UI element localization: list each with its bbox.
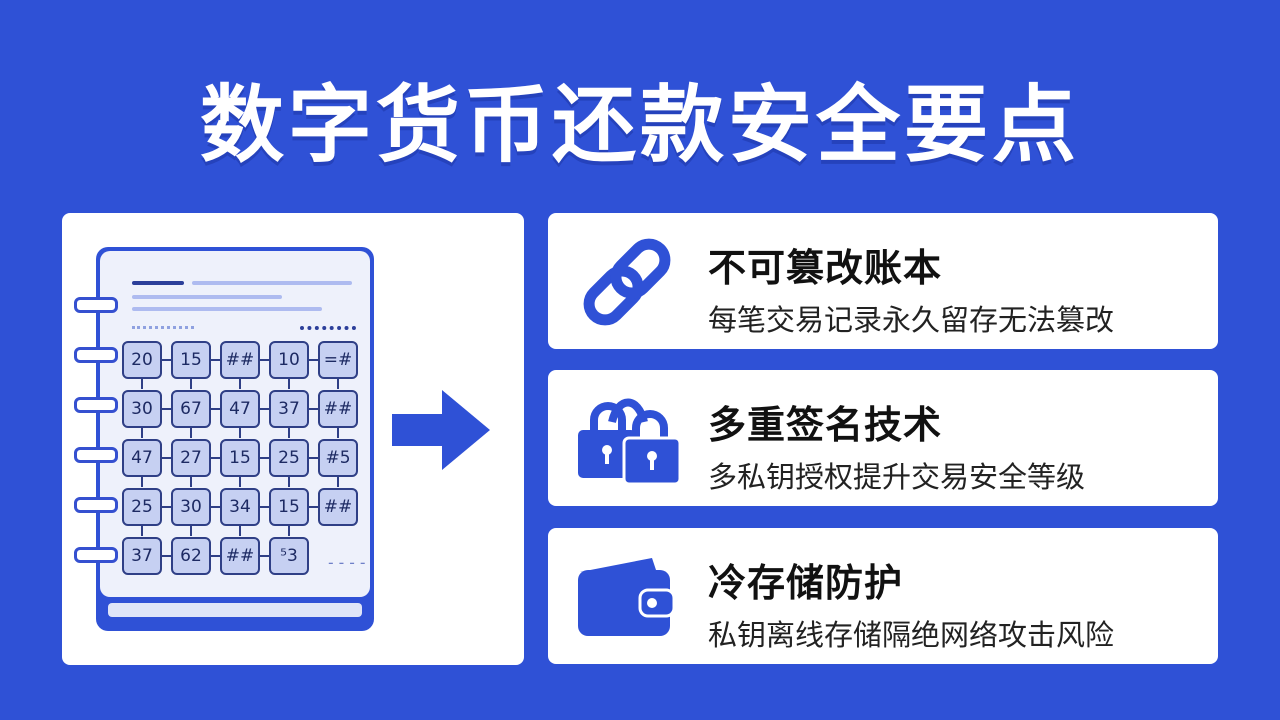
ledger-cell: 37 bbox=[269, 390, 309, 428]
wallet-icon bbox=[578, 558, 676, 636]
card-description: 私钥离线存储隔绝网络攻击风险 bbox=[708, 618, 1115, 652]
grid-connector bbox=[307, 408, 319, 410]
dotted-line bbox=[300, 326, 356, 330]
grid-connector bbox=[190, 377, 192, 389]
grid-connector bbox=[337, 475, 339, 487]
binding-ring bbox=[74, 297, 118, 313]
notebook-edge bbox=[108, 603, 362, 617]
grid-connector bbox=[288, 426, 290, 438]
grid-connector bbox=[141, 475, 143, 487]
grid-connector bbox=[258, 506, 270, 508]
ledger-cell: 15 bbox=[269, 488, 309, 526]
grid-connector bbox=[239, 426, 241, 438]
binding-ring bbox=[74, 497, 118, 513]
ledger-cell: 25 bbox=[122, 488, 162, 526]
feature-card-multisig: 多重签名技术 多私钥授权提升交易安全等级 bbox=[548, 370, 1218, 506]
card-title: 不可篡改账本 bbox=[708, 246, 943, 290]
ledger-cell: 15 bbox=[171, 341, 211, 379]
grid-connector bbox=[209, 408, 221, 410]
ledger-cell: 47 bbox=[220, 390, 260, 428]
ledger-cell: ⁵3 bbox=[269, 537, 309, 575]
ledger-cell: 27 bbox=[171, 439, 211, 477]
grid-connector bbox=[209, 555, 221, 557]
binding-ring bbox=[74, 547, 118, 563]
padlocks-icon bbox=[578, 398, 682, 486]
card-title: 冷存储防护 bbox=[708, 561, 904, 605]
grid-connector bbox=[239, 524, 241, 536]
ledger-cell: =# bbox=[318, 341, 358, 379]
grid-connector bbox=[160, 457, 172, 459]
ledger-cell: 47 bbox=[122, 439, 162, 477]
grid-connector bbox=[209, 359, 221, 361]
grid-connector bbox=[209, 457, 221, 459]
ledger-cell: 25 bbox=[269, 439, 309, 477]
right-arrow-icon bbox=[392, 390, 490, 470]
ledger-cell: ## bbox=[318, 390, 358, 428]
grid-connector bbox=[190, 475, 192, 487]
grid-connector bbox=[160, 408, 172, 410]
ledger-cell: ## bbox=[220, 341, 260, 379]
ledger-cell: ## bbox=[318, 488, 358, 526]
ledger-cell: #5 bbox=[318, 439, 358, 477]
chain-link-icon bbox=[583, 238, 671, 326]
ledger-cell: 62 bbox=[171, 537, 211, 575]
ledger-cell: 15 bbox=[220, 439, 260, 477]
grid-connector bbox=[141, 377, 143, 389]
grid-connector bbox=[141, 426, 143, 438]
grid-connector bbox=[288, 475, 290, 487]
binding-ring bbox=[74, 447, 118, 463]
header-bar-dark bbox=[132, 281, 184, 285]
grid-connector bbox=[288, 377, 290, 389]
grid-connector bbox=[258, 555, 270, 557]
feature-card-cold-storage: 冷存储防护 私钥离线存储隔绝网络攻击风险 bbox=[548, 528, 1218, 664]
dotted-line bbox=[132, 326, 194, 329]
grid-connector bbox=[307, 457, 319, 459]
ledger-cell: 37 bbox=[122, 537, 162, 575]
ledger-cell: 34 bbox=[220, 488, 260, 526]
grid-connector bbox=[190, 426, 192, 438]
grid-connector bbox=[160, 555, 172, 557]
grid-connector bbox=[190, 524, 192, 536]
header-bar-light bbox=[192, 281, 352, 285]
text-line bbox=[132, 295, 282, 299]
ledger-cell: 20 bbox=[122, 341, 162, 379]
text-line bbox=[132, 307, 322, 311]
grid-connector bbox=[239, 475, 241, 487]
card-title: 多重签名技术 bbox=[708, 403, 943, 447]
grid-connector bbox=[209, 506, 221, 508]
page-title: 数字货币还款安全要点 bbox=[199, 76, 1080, 174]
grid-connector bbox=[307, 359, 319, 361]
grid-connector bbox=[288, 524, 290, 536]
ledger-cell: ## bbox=[220, 537, 260, 575]
grid-connector bbox=[258, 359, 270, 361]
dash-mark: ---- bbox=[326, 553, 369, 572]
grid-connector bbox=[258, 457, 270, 459]
grid-connector bbox=[337, 426, 339, 438]
binding-ring bbox=[74, 397, 118, 413]
grid-connector bbox=[258, 408, 270, 410]
ledger-cell: 67 bbox=[171, 390, 211, 428]
grid-connector bbox=[160, 506, 172, 508]
ledger-cell: 10 bbox=[269, 341, 309, 379]
grid-connector bbox=[307, 506, 319, 508]
binding-ring bbox=[74, 347, 118, 363]
grid-connector bbox=[141, 524, 143, 536]
ledger-cell: 30 bbox=[122, 390, 162, 428]
grid-connector bbox=[239, 377, 241, 389]
grid-connector bbox=[160, 359, 172, 361]
card-description: 每笔交易记录永久留存无法篡改 bbox=[708, 303, 1115, 337]
card-description: 多私钥授权提升交易安全等级 bbox=[708, 460, 1086, 494]
ledger-cell: 30 bbox=[171, 488, 211, 526]
grid-connector bbox=[337, 377, 339, 389]
feature-card-immutable-ledger: 不可篡改账本 每笔交易记录永久留存无法篡改 bbox=[548, 213, 1218, 349]
